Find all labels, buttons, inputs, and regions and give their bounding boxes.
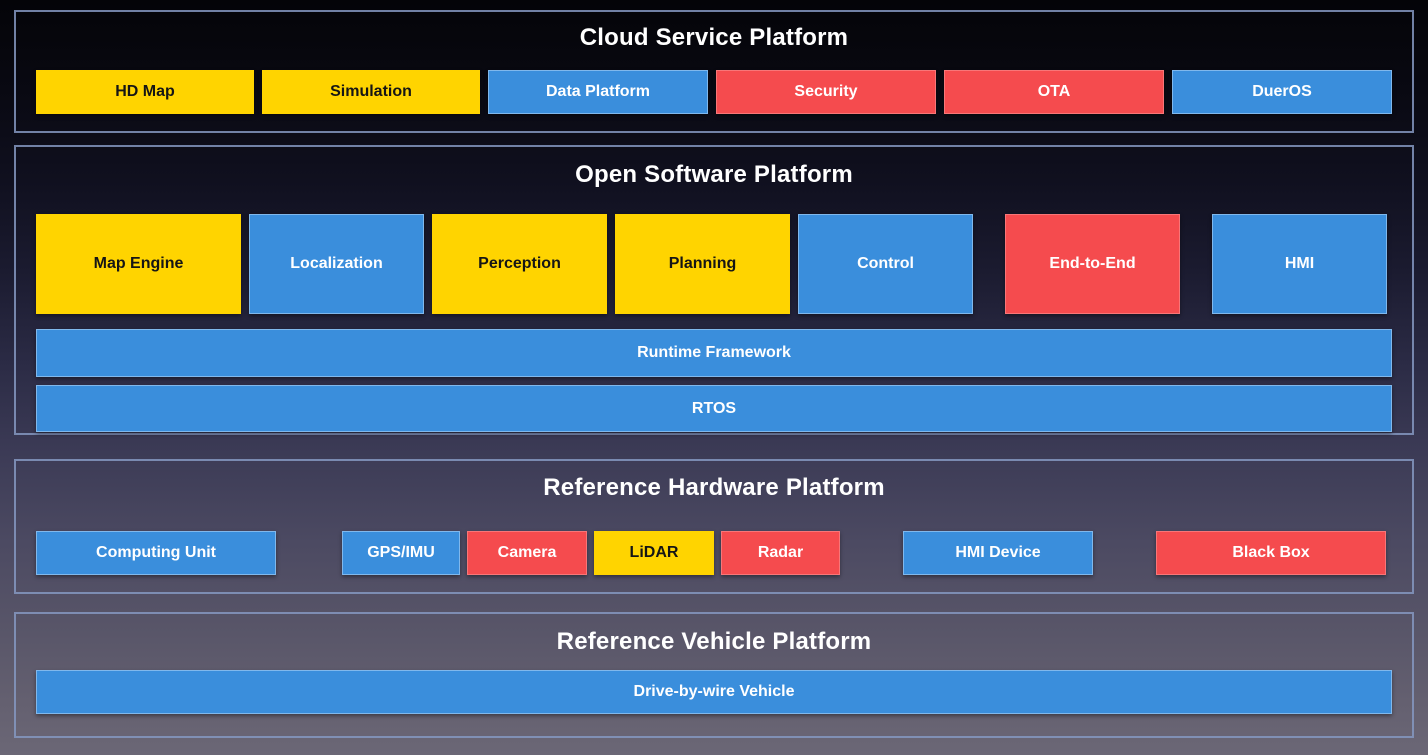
module-control: Control xyxy=(798,214,973,314)
module-end-to-end: End-to-End xyxy=(1005,214,1180,314)
module-localization: Localization xyxy=(249,214,424,314)
module-dueros: DuerOS xyxy=(1172,70,1392,114)
module-camera: Camera xyxy=(467,531,587,575)
cloud-modules-row: HD Map Simulation Data Platform Security… xyxy=(16,70,1412,114)
module-hmi: HMI xyxy=(1212,214,1387,314)
bar-rtos: RTOS xyxy=(36,385,1392,432)
rtos-row: RTOS xyxy=(16,385,1412,432)
module-black-box: Black Box xyxy=(1156,531,1386,575)
hardware-modules-row: Computing Unit GPS/IMU Camera LiDAR Rada… xyxy=(16,531,1412,575)
software-modules-row: Map Engine Localization Perception Plann… xyxy=(16,214,1412,314)
module-security: Security xyxy=(716,70,936,114)
vehicle-bar-row: Drive-by-wire Vehicle xyxy=(16,670,1412,714)
section-reference-hardware-platform: Reference Hardware Platform Computing Un… xyxy=(14,459,1414,594)
module-simulation: Simulation xyxy=(262,70,480,114)
section-open-software-platform: Open Software Platform Map Engine Locali… xyxy=(14,145,1414,435)
module-radar: Radar xyxy=(721,531,840,575)
hardware-section-title: Reference Hardware Platform xyxy=(543,474,885,501)
vehicle-section-title: Reference Vehicle Platform xyxy=(556,628,872,655)
module-planning: Planning xyxy=(615,214,790,314)
section-reference-vehicle-platform: Reference Vehicle Platform Drive-by-wire… xyxy=(14,612,1414,738)
module-hd-map: HD Map xyxy=(36,70,254,114)
module-map-engine: Map Engine xyxy=(36,214,241,314)
module-computing-unit: Computing Unit xyxy=(36,531,276,575)
section-cloud-service-platform: Cloud Service Platform HD Map Simulation… xyxy=(14,10,1414,133)
bar-drive-by-wire-vehicle: Drive-by-wire Vehicle xyxy=(36,670,1392,714)
module-perception: Perception xyxy=(432,214,607,314)
cloud-section-title: Cloud Service Platform xyxy=(579,24,849,51)
module-lidar: LiDAR xyxy=(594,531,714,575)
module-data-platform: Data Platform xyxy=(488,70,708,114)
bar-runtime-framework: Runtime Framework xyxy=(36,329,1392,377)
module-gps-imu: GPS/IMU xyxy=(342,531,460,575)
software-section-title: Open Software Platform xyxy=(575,161,853,188)
module-ota: OTA xyxy=(944,70,1164,114)
module-hmi-device: HMI Device xyxy=(903,531,1093,575)
runtime-framework-row: Runtime Framework xyxy=(16,329,1412,377)
